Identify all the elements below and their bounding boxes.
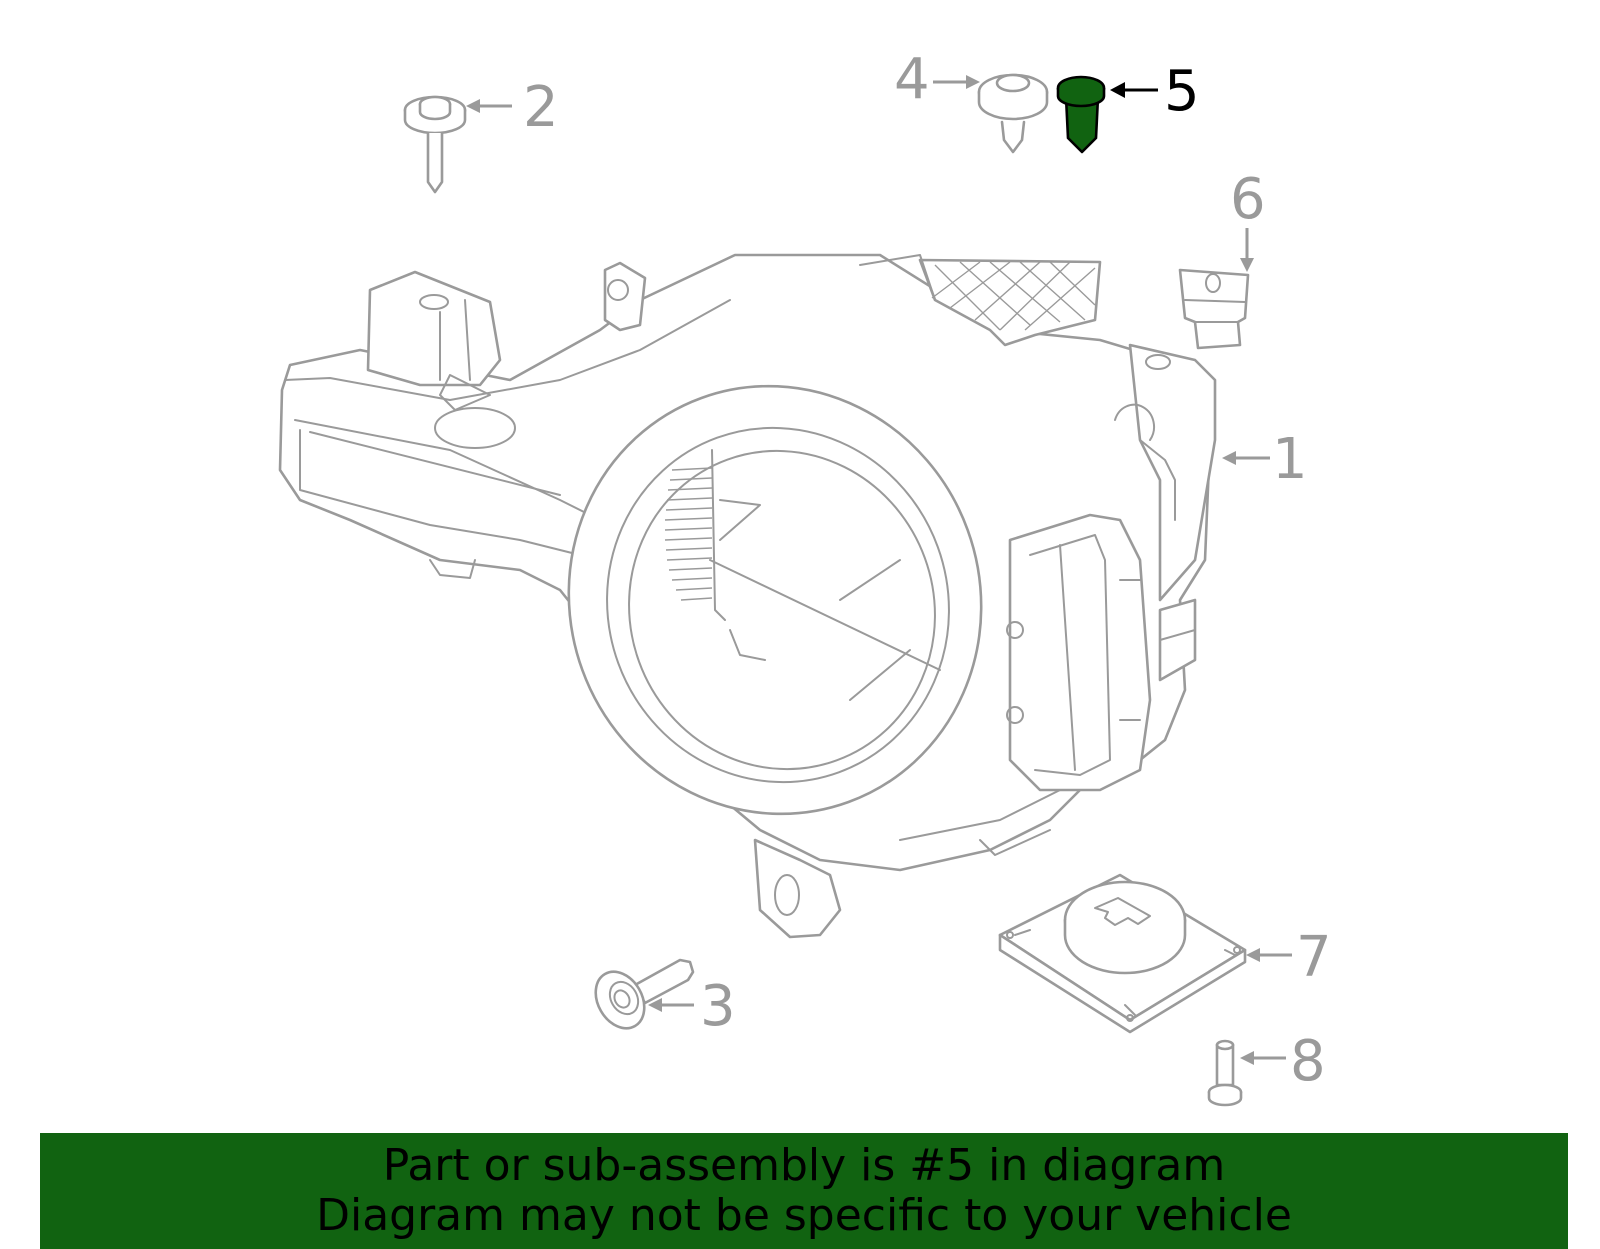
- info-banner: Part or sub-assembly is #5 in diagram Di…: [40, 1133, 1568, 1249]
- bolt-part-3: [594, 958, 695, 1030]
- screw-part-2: [403, 95, 467, 194]
- bolt-part-8: [1207, 1039, 1243, 1107]
- leader-6: [1240, 228, 1254, 272]
- callout-5: 5: [1164, 59, 1200, 124]
- leader-8: [1240, 1051, 1286, 1065]
- headlamp-assembly-part-1: [278, 253, 1217, 939]
- leader-3: [648, 998, 694, 1012]
- control-module-part-7: [998, 873, 1247, 1034]
- leader-7: [1246, 948, 1292, 962]
- leader-4: [933, 75, 980, 89]
- callout-6: 6: [1230, 167, 1266, 232]
- leader-1: [1222, 451, 1270, 465]
- banner-line-1: Part or sub-assembly is #5 in diagram: [382, 1140, 1226, 1191]
- callout-3: 3: [700, 974, 736, 1039]
- callout-7: 7: [1296, 925, 1332, 990]
- leader-2: [466, 99, 512, 113]
- callout-2: 2: [523, 75, 559, 140]
- push-clip-part-4: [977, 73, 1049, 154]
- callout-4: 4: [894, 47, 930, 112]
- leader-5: [1110, 82, 1158, 98]
- callout-1: 1: [1272, 427, 1308, 492]
- callout-8: 8: [1290, 1029, 1326, 1094]
- banner-line-2: Diagram may not be specific to your vehi…: [316, 1190, 1292, 1241]
- rivet-part-5-highlighted: [1056, 75, 1106, 154]
- clip-part-6: [1178, 268, 1250, 350]
